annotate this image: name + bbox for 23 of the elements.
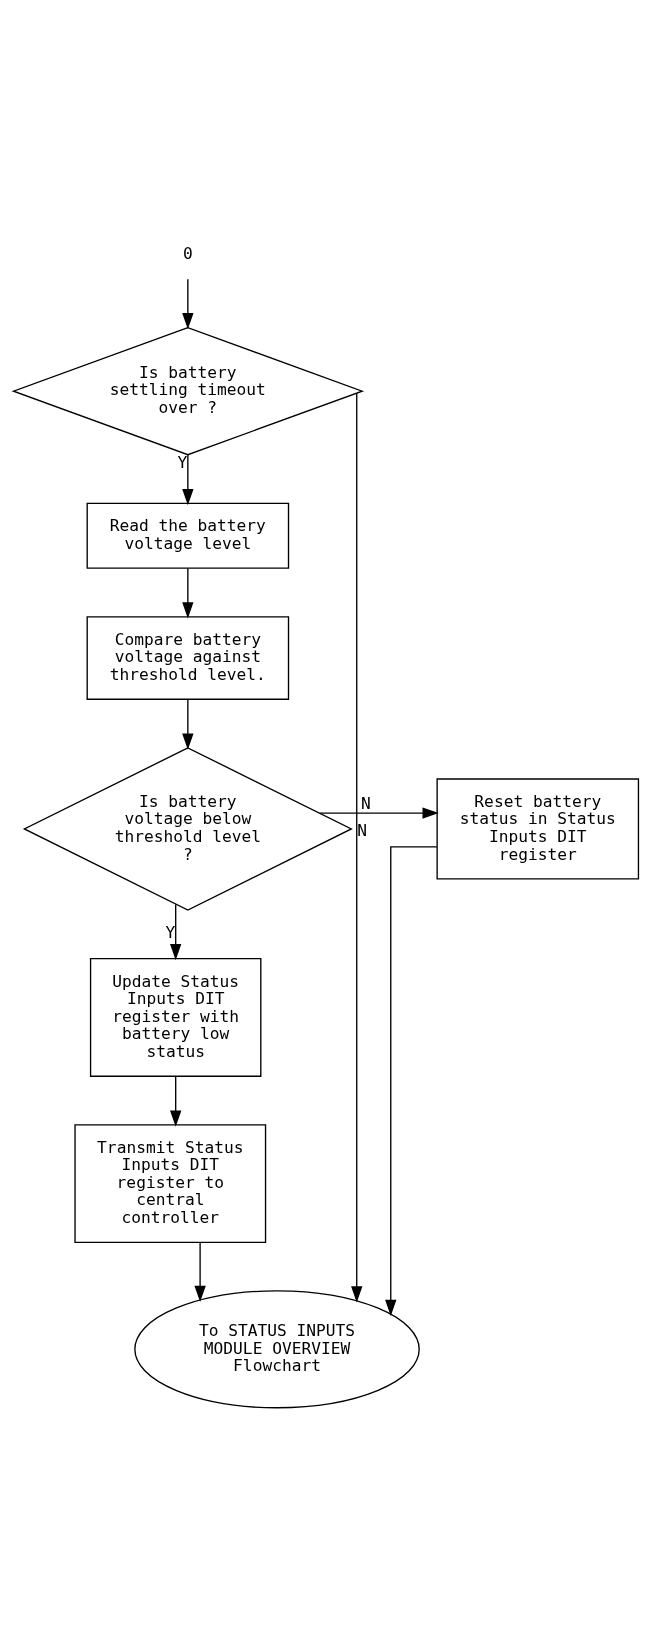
arrow	[318, 806, 439, 819]
node-box: Read the battery voltage level	[86, 502, 290, 569]
node-ellipse: To STATUS INPUTS MODULE OVERVIEW Flowchart	[134, 1289, 420, 1408]
edge-label: Y	[177, 452, 188, 472]
arrow	[182, 453, 194, 505]
edge-label: Y	[165, 922, 176, 942]
node-box: Transmit Status Inputs DIT register to central controller	[74, 1123, 267, 1243]
arrow	[194, 1241, 206, 1302]
node-diamond: Is battery voltage below threshold level ?	[22, 746, 353, 911]
node-diamond: Is battery settling timeout over ?	[11, 326, 365, 455]
node-box: Reset battery status in Status Inputs DIT register	[436, 777, 640, 880]
arrow	[182, 277, 194, 329]
node-text: 0	[182, 243, 193, 263]
arrow	[182, 567, 194, 618]
node-box: Compare battery voltage against threshold level.	[86, 615, 290, 700]
arrow	[170, 1075, 182, 1127]
arrow	[385, 845, 438, 1316]
arrow	[182, 698, 194, 750]
arrow	[170, 903, 182, 960]
node-box: Update Status Inputs DIT register with battery low status	[89, 957, 262, 1077]
arrow	[351, 392, 363, 1302]
edge-label: N	[357, 820, 368, 840]
edge-label: N	[361, 793, 371, 813]
